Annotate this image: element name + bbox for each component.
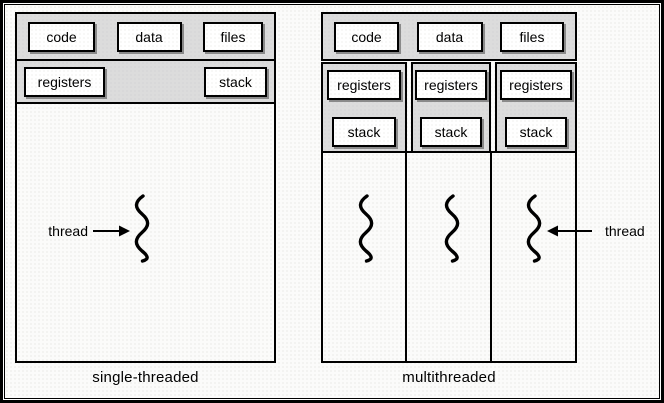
right-thread-arrow-left-icon — [545, 224, 593, 238]
left-registers-box: registers — [24, 66, 105, 97]
right-registers-box-1: registers — [327, 70, 401, 100]
left-thread-label: thread — [48, 223, 88, 239]
left-stack-box: stack — [204, 66, 267, 97]
right-registers-label-3: registers — [509, 77, 563, 93]
right-thread1-state-band: registers stack — [321, 62, 407, 153]
multithreaded-caption: multithreaded — [402, 369, 496, 386]
right-thread3-state-band: registers stack — [495, 62, 577, 153]
left-code-label: code — [46, 28, 77, 45]
right-thread2-state-band: registers stack — [411, 62, 491, 153]
left-thread-squiggle-icon — [130, 193, 150, 263]
left-data-label: data — [135, 28, 163, 45]
right-stack-box-3: stack — [505, 117, 567, 147]
multithreaded-column-2 — [405, 151, 492, 363]
right-registers-label-1: registers — [337, 77, 391, 93]
left-code-box: code — [28, 21, 95, 52]
right-thread-squiggle-icon-2 — [440, 193, 460, 263]
right-files-box: files — [500, 21, 564, 52]
right-stack-label-2: stack — [434, 124, 468, 140]
right-data-label: data — [435, 28, 464, 45]
right-stack-label-3: stack — [519, 124, 553, 140]
right-registers-box-3: registers — [500, 70, 572, 100]
left-files-box: files — [203, 21, 263, 52]
multithreaded-column-1 — [321, 151, 407, 363]
right-shared-resources-band: code data files — [321, 12, 577, 61]
right-stack-box-2: stack — [420, 117, 482, 147]
right-code-label: code — [351, 28, 382, 45]
right-data-box: data — [416, 21, 483, 52]
single-threaded-caption: single-threaded — [92, 369, 199, 386]
left-data-box: data — [116, 21, 182, 52]
right-thread-squiggle-icon-1 — [354, 193, 374, 263]
left-thread-arrow-right-icon — [92, 224, 131, 238]
right-code-box: code — [334, 21, 399, 52]
right-files-label: files — [519, 28, 545, 45]
left-shared-resources-band: code data files — [15, 12, 276, 61]
left-registers-label: registers — [37, 73, 92, 90]
right-stack-box-1: stack — [332, 117, 396, 147]
right-thread-squiggle-icon-3 — [522, 193, 542, 263]
right-registers-box-2: registers — [415, 70, 487, 100]
right-registers-label-2: registers — [424, 77, 478, 93]
right-stack-label-1: stack — [347, 124, 381, 140]
right-thread-label: thread — [605, 223, 645, 239]
left-files-label: files — [220, 28, 246, 45]
left-thread-state-band: registers stack — [15, 59, 276, 104]
left-stack-label: stack — [219, 73, 252, 90]
